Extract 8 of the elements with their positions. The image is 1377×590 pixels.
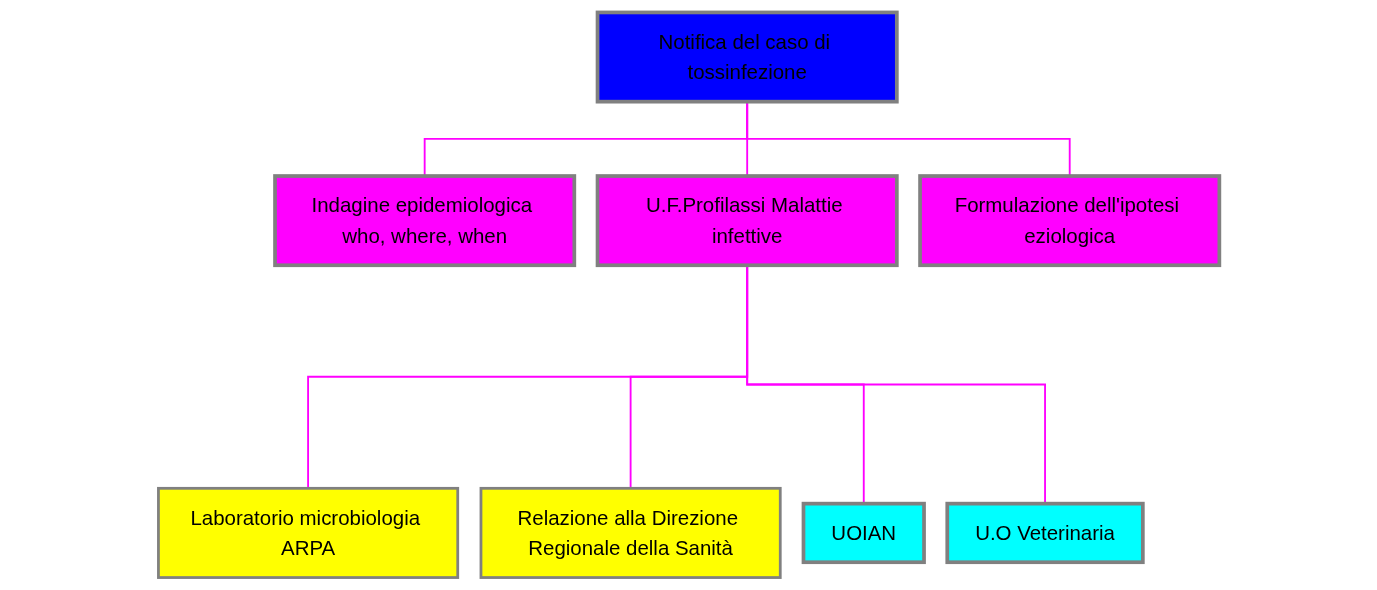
node-box: UOIAN (801, 501, 926, 565)
node-box: Notifica del caso di tossinfezione (595, 10, 899, 104)
node-box: Indagine epidemiologica who, where, when (272, 174, 576, 268)
node-box: U.F.Profilassi Malattie infettive (595, 174, 899, 268)
node-box: Relazione alla Direzione Regionale della Sanità (479, 486, 782, 579)
node-box: Laboratorio microbiologia ARPA (156, 486, 459, 579)
node-box: Formulazione dell'ipotesi eziologica (917, 174, 1221, 268)
node-box: U.O Veterinaria (945, 501, 1145, 565)
